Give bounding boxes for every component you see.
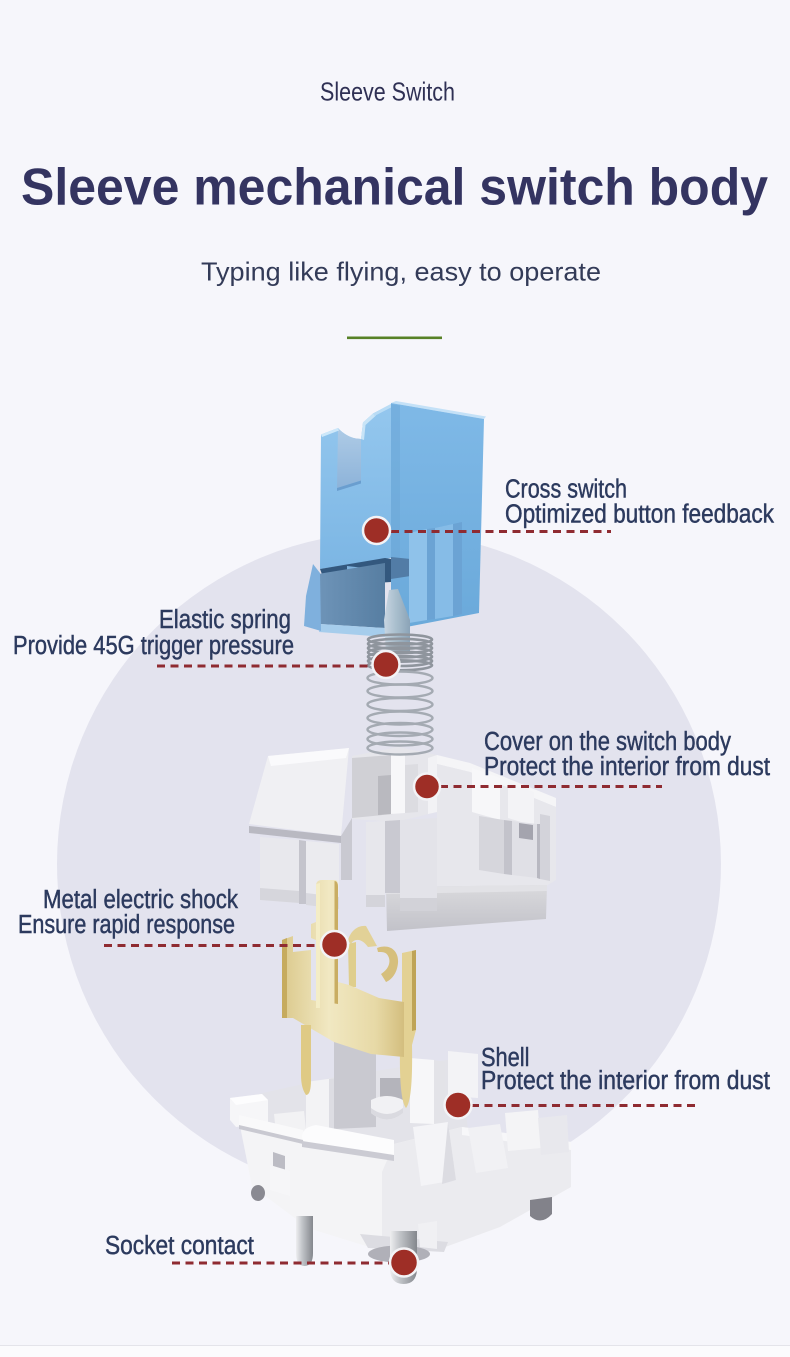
svg-text:Sleeve mechanical switch body: Sleeve mechanical switch body <box>21 159 768 217</box>
svg-text:Elastic spring: Elastic spring <box>159 606 291 634</box>
svg-text:Ensure rapid response: Ensure rapid response <box>18 911 235 939</box>
svg-text:Cross switch: Cross switch <box>505 476 627 504</box>
svg-text:Provide 45G trigger pressure: Provide 45G trigger pressure <box>13 632 294 660</box>
svg-text:Sleeve Switch: Sleeve Switch <box>320 77 455 107</box>
svg-text:Optimized button feedback: Optimized button feedback <box>505 501 774 529</box>
svg-text:Protect the interior from dust: Protect the interior from dust <box>481 1067 770 1095</box>
svg-text:Cover on the switch body: Cover on the switch body <box>484 728 731 756</box>
svg-text:Socket contact: Socket contact <box>105 1232 254 1260</box>
svg-text:Protect the interior from dust: Protect the interior from dust <box>484 753 770 781</box>
svg-text:Typing like flying, easy to op: Typing like flying, easy to operate <box>201 257 601 287</box>
svg-text:Metal electric shock: Metal electric shock <box>43 886 238 914</box>
svg-text:Shell: Shell <box>481 1044 530 1072</box>
